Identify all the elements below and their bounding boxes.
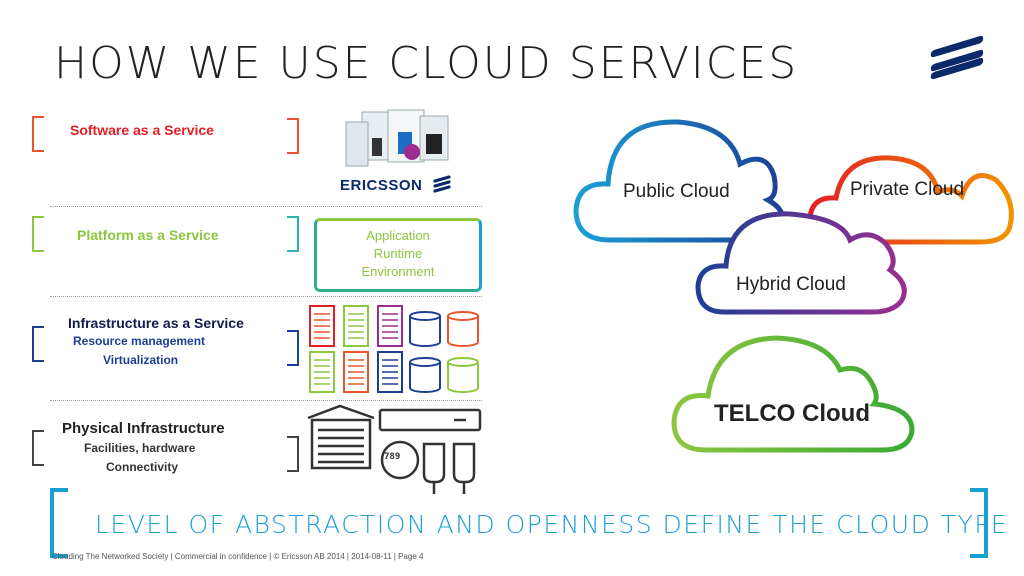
bracket-right — [287, 118, 299, 154]
hybrid-cloud-shape — [695, 211, 907, 315]
physical-label: Physical Infrastructure — [62, 420, 225, 437]
runtime-text-1: Application — [366, 228, 430, 243]
bracket-right — [287, 330, 299, 366]
bracket-right — [287, 436, 299, 472]
bracket-left — [32, 430, 44, 466]
clouds-diagram — [573, 119, 1014, 453]
bracket-left — [32, 116, 44, 152]
paas-label: Platform as a Service — [77, 227, 219, 243]
ericsson-small-logo-icon — [433, 175, 451, 193]
runtime-text-3: Environment — [361, 264, 435, 279]
bracket-left — [32, 326, 44, 362]
iaas-sub1: Resource management — [73, 334, 206, 348]
physical-sub2: Connectivity — [106, 460, 179, 474]
runtime-environment-box — [314, 218, 482, 292]
telco-cloud-label: TELCO Cloud — [714, 400, 870, 427]
banner-text: LEVEL OF ABSTRACTION AND OPENNESS DEFINE… — [95, 510, 1009, 539]
software-products-image — [345, 109, 449, 167]
ericsson-logo-icon — [930, 35, 984, 80]
ericsson-wordmark: ERICSSON — [340, 177, 423, 194]
telco-cloud-shape — [671, 335, 915, 453]
banner-bracket-right — [970, 488, 988, 558]
divider — [50, 206, 482, 207]
facilities-hardware-icons — [307, 404, 482, 494]
banner-bracket-left — [50, 488, 68, 558]
iaas-label: Infrastructure as a Service — [68, 315, 244, 331]
physical-sub1: Facilities, hardware — [84, 441, 196, 455]
saas-label: Software as a Service — [70, 122, 214, 138]
divider — [50, 296, 482, 297]
hybrid-cloud-label: Hybrid Cloud — [736, 274, 846, 295]
meter-reading: 789 — [384, 452, 401, 462]
footer-text: Clouding The Networked Society | Commerc… — [52, 552, 424, 561]
divider — [50, 400, 482, 401]
bracket-left — [32, 216, 44, 252]
server-storage-icons — [309, 305, 479, 393]
bracket-right — [287, 216, 299, 252]
iaas-sub2: Virtualization — [103, 353, 179, 367]
private-cloud-label: Private Cloud — [850, 179, 965, 200]
page-title: HOW WE USE CLOUD SERVICES — [54, 38, 799, 89]
public-cloud-label: Public Cloud — [623, 181, 730, 202]
private-cloud-shape — [807, 155, 1014, 245]
runtime-text-2: Runtime — [373, 246, 423, 261]
